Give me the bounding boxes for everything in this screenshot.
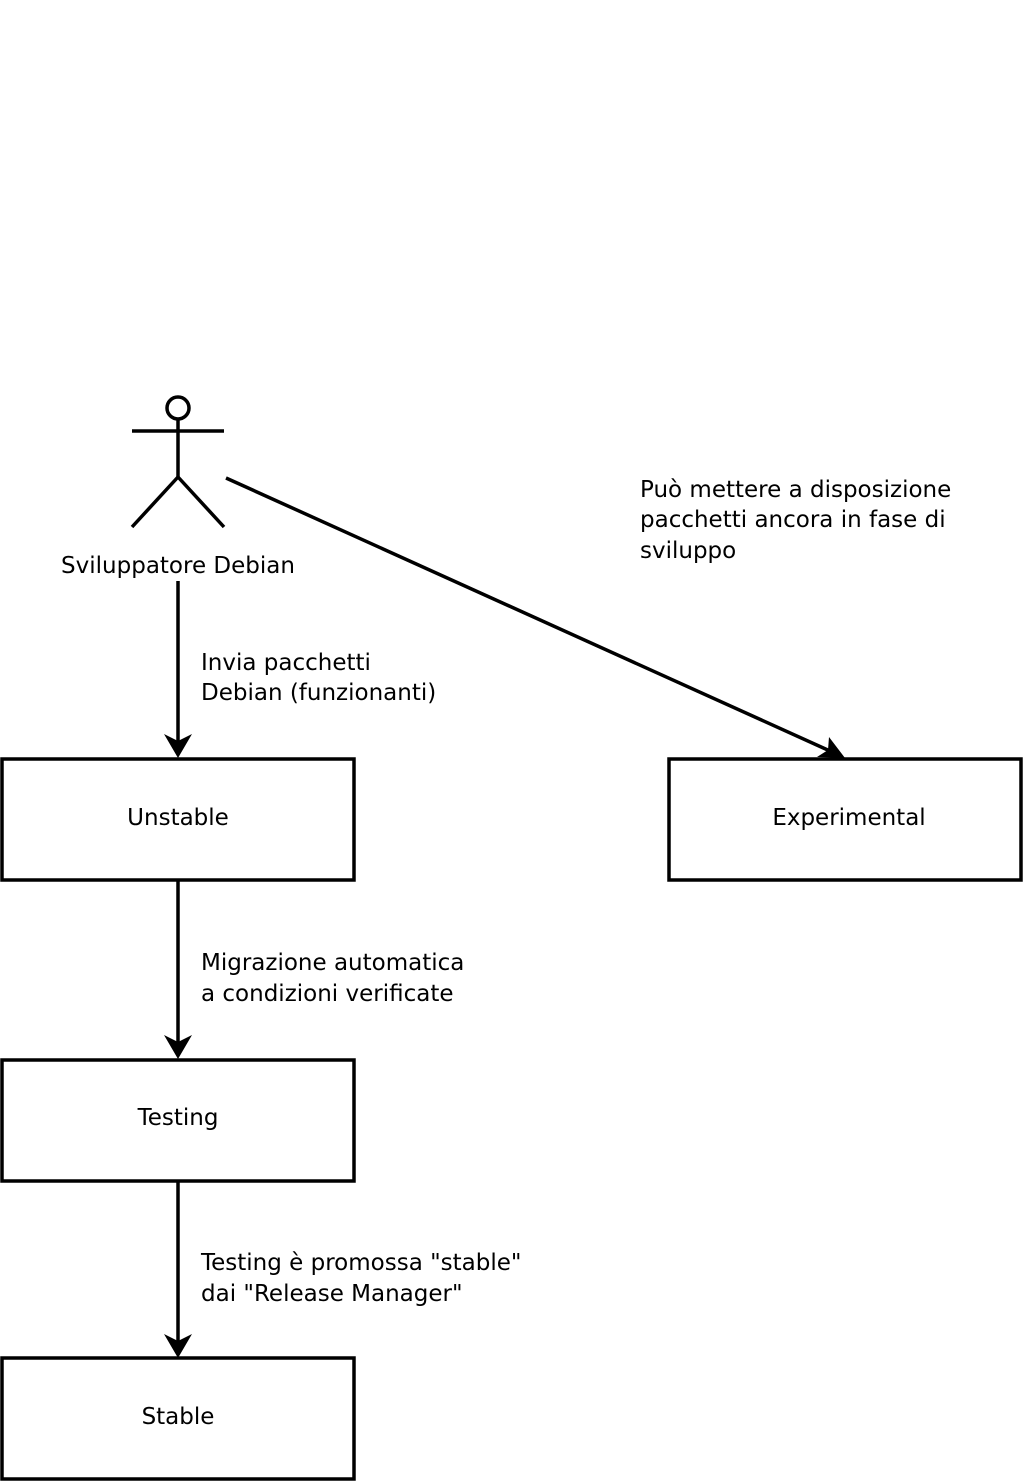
edge-label-line-1: Testing è promossa "stable" [200,1250,522,1276]
box-unstable: Unstable [0,757,356,882]
edge-label-line-2: Debian (funzionanti) [201,680,436,706]
box-unstable-label: Unstable [127,805,229,831]
edge-testing-to-stable: Testing è promossa "stable" dai "Release… [164,1181,522,1358]
arrowhead-icon [164,734,192,758]
edge-label-line-2: a condizioni verificate [201,981,454,1007]
edge-unstable-to-testing: Migrazione automatica a condizioni verif… [164,880,464,1059]
arrowhead-icon [164,1035,192,1059]
edge-label-line-2: dai "Release Manager" [201,1281,463,1307]
edge-label-line-1: Invia pacchetti [201,650,371,676]
arrowhead-icon [817,737,845,758]
actor-head [165,395,191,421]
box-experimental-rect [667,757,1023,882]
edge-label-line-1: Può mettere a disposizione [640,477,951,503]
actor-left-leg [130,475,180,529]
developer-actor: Sviluppatore Debian [61,395,295,579]
edge-line [225,476,831,753]
edge-actor-to-experimental: Può mettere a disposizione pacchetti anc… [225,476,951,758]
edge-actor-to-unstable: Invia pacchetti Debian (funzionanti) [164,581,436,758]
actor-right-leg [176,475,226,529]
arrowhead-icon [164,1334,192,1358]
box-stable: Stable [0,1356,356,1481]
actor-label: Sviluppatore Debian [61,553,295,579]
box-testing-rect [0,1058,356,1183]
box-experimental: Experimental [667,757,1023,882]
edge-label-line-3: sviluppo [640,538,736,564]
box-testing: Testing [0,1058,356,1183]
box-stable-label: Stable [142,1404,215,1430]
box-testing-label: Testing [137,1105,219,1131]
edge-label-line-1: Migrazione automatica [201,950,464,976]
edge-label-line-2: pacchetti ancora in fase di [640,507,946,533]
box-experimental-label: Experimental [772,805,925,831]
box-stable-rect [0,1356,356,1481]
